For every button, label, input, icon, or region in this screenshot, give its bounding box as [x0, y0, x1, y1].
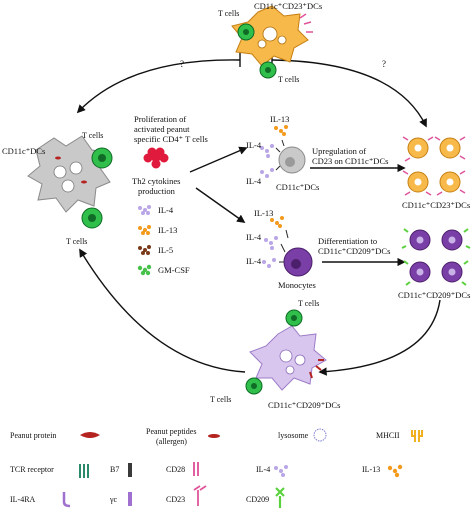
right-top-dcs: CD11c⁺CD23⁺DCs — [402, 136, 470, 210]
cyto-il5-icon — [138, 245, 151, 255]
question-left: ? — [180, 59, 184, 69]
arrow-th2-to-dc — [189, 146, 248, 173]
tcr-icon — [79, 464, 89, 478]
legend-cd28: CD28 — [166, 465, 185, 474]
legend-il4: IL-4 — [256, 465, 270, 474]
right-top-label: CD11c⁺CD23⁺DCs — [402, 200, 470, 210]
cd209-dc-4 — [441, 260, 469, 286]
cd23-dc-3 — [402, 170, 432, 196]
left-dc-group: CD11c⁺DCs T cells T cells — [2, 131, 113, 246]
cd23-dc-4 — [436, 170, 466, 196]
mhcii-icon — [411, 430, 423, 442]
th2-line2: production — [138, 186, 176, 196]
mid-top-il13-label: IL-13 — [270, 114, 289, 124]
top-tcell-left-label: T cells — [218, 9, 239, 18]
cd209-dc-2 — [441, 228, 471, 251]
mid-top-cell-label: CD11c⁺DCs — [276, 182, 319, 192]
legend-lysosome: lysosome — [278, 431, 309, 440]
arrow-top-to-right — [271, 59, 427, 128]
legend-peanut-protein: Peanut protein — [10, 431, 56, 440]
bottom-dc-group: T cells T cells CD11c⁺CD209⁺DCs — [210, 299, 340, 410]
bottom-tcell-top-label: T cells — [298, 299, 319, 308]
top-tcell-right-label: T cells — [278, 75, 299, 84]
cyto-il4-label: IL-4 — [158, 205, 174, 215]
right-bottom-label: CD11c⁺CD209⁺DCs — [398, 290, 470, 300]
cd209-icon — [275, 487, 285, 508]
cd209-dc-3 — [403, 260, 431, 286]
prolif-line1: Proliferation of — [134, 114, 186, 124]
mid-bot-il4b-label: IL-4 — [246, 256, 262, 266]
diff-line2: CD11c⁺CD209⁺DCs — [318, 246, 390, 256]
legend-b7: B7 — [110, 465, 119, 474]
legend-cd23: CD23 — [166, 495, 185, 504]
cd23-dc-2 — [434, 136, 466, 160]
peanut-protein-icon — [80, 432, 100, 438]
il4-icon — [274, 465, 288, 477]
arrow-th2-to-mono — [195, 187, 246, 223]
right-bottom-dcs: CD11c⁺CD209⁺DCs — [398, 228, 471, 300]
top-dc-group: CD11c⁺CD23⁺DCs T cells T cells ? ? — [180, 1, 386, 84]
question-right: ? — [382, 59, 386, 69]
proliferating-cells — [143, 147, 169, 169]
cycle-arrows — [76, 59, 441, 376]
lysosome-icon — [313, 428, 327, 442]
legend-mhcii: MHCII — [376, 431, 400, 440]
mid-dc-group: IL-13 IL-4 IL-4 CD11c⁺DCs Upregulation o… — [246, 114, 388, 192]
cd28-icon — [193, 462, 199, 476]
yc-icon — [128, 492, 132, 506]
legend-il4ra: IL-4RA — [10, 495, 36, 504]
mid-top-il4b-label: IL-4 — [246, 176, 262, 186]
upreg-line1: Upregulation of — [312, 146, 366, 156]
left-tcell-top-label: T cells — [82, 131, 103, 140]
cd23-icon — [193, 485, 207, 506]
mid-bot-cell-label: Monocytes — [278, 280, 316, 290]
upreg-line2: CD23 on CD11c⁺DCs — [312, 156, 388, 166]
th2-block: Proliferation of activated peanut specif… — [132, 114, 208, 196]
cyto-il13-label: IL-13 — [158, 225, 177, 235]
arrow-top-to-left — [76, 59, 241, 114]
prolif-line3: specific CD4⁺ T cells — [134, 134, 208, 144]
peanut-peptide-icon — [208, 434, 220, 438]
legend-cd209: CD209 — [246, 495, 269, 504]
legend-peanut-peptides-2: (allergen) — [156, 437, 187, 446]
cyto-il13-icon — [138, 225, 151, 235]
cyto-il5-label: IL-5 — [158, 245, 173, 255]
mid-mono-group: IL-13 IL-4 IL-4 Monocytes Differentiatio… — [246, 208, 390, 290]
legend: Peanut protein Peanut peptides (allergen… — [10, 427, 423, 508]
left-dc-cell — [27, 135, 111, 213]
cyto-gmcsf-label: GM-CSF — [158, 265, 190, 275]
diff-line1: Differentiation to — [318, 236, 377, 246]
bottom-dc-label: CD11c⁺CD209⁺DCs — [268, 400, 340, 410]
prolif-line2: activated peanut — [134, 124, 190, 134]
legend-yc: γc — [109, 495, 118, 504]
b7-icon — [128, 463, 132, 477]
legend-tcr: TCR receptor — [10, 465, 54, 474]
cd209-dc-1 — [401, 228, 431, 251]
cyto-gmcsf-icon — [137, 264, 152, 276]
il13-icon — [387, 464, 403, 478]
mid-top-il4a-label: IL-4 — [246, 140, 262, 150]
top-dc-label: CD11c⁺CD23⁺DCs — [254, 1, 322, 11]
cd23-dc-1 — [402, 136, 434, 162]
legend-peanut-peptides-1: Peanut peptides — [146, 427, 196, 436]
legend-il13: IL-13 — [362, 465, 380, 474]
cyto-il4-icon — [138, 205, 151, 215]
arrow-bottom-to-left — [79, 248, 246, 373]
mid-bot-il13-label: IL-13 — [254, 208, 273, 218]
th2-line1: Th2 cytokines — [132, 176, 180, 186]
arrow-right-to-bottom — [318, 299, 441, 376]
il4ra-icon — [62, 492, 71, 508]
bottom-tcell-left-label: T cells — [210, 395, 231, 404]
left-tcell-bottom-label: T cells — [66, 237, 87, 246]
cytokine-list: IL-4 IL-13 IL-5 GM-CSF — [137, 205, 190, 276]
left-dc-label: CD11c⁺DCs — [2, 146, 45, 156]
mid-bot-il4a-label: IL-4 — [246, 232, 262, 242]
